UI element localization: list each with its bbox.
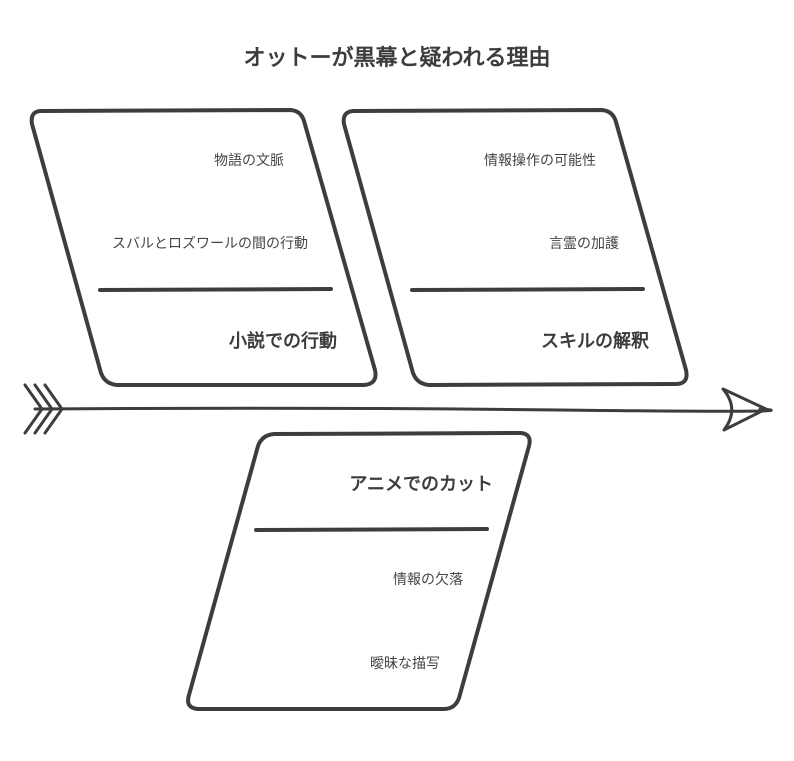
diagram-title: オットーが黒幕と疑われる理由	[243, 46, 551, 71]
spine-arrowhead	[721, 387, 768, 432]
cause-label: 曖昧な描写	[370, 656, 440, 672]
category-divider-3	[254, 527, 489, 532]
category-box-3	[186, 431, 532, 711]
cause-label: 情報の欠落	[393, 572, 463, 588]
cause-label: 物語の文脈	[214, 153, 284, 169]
spine-tail	[23, 383, 44, 435]
cause-label: スバルとロズワールの間の行動	[112, 236, 308, 252]
spine-tail	[33, 383, 54, 435]
category-divider-1	[98, 287, 333, 292]
category-divider-2	[410, 287, 645, 292]
spine-tail	[43, 383, 64, 435]
category-label: 小説での行動	[229, 331, 337, 352]
spine-line	[33, 406, 773, 413]
category-box-2	[341, 108, 689, 387]
cause-label: 言霊の加護	[549, 236, 619, 252]
category-label: スキルの解釈	[541, 331, 649, 352]
cause-label: 情報操作の可能性	[484, 153, 596, 169]
category-box-1	[29, 108, 378, 387]
category-label: アニメでのカット	[349, 474, 493, 495]
